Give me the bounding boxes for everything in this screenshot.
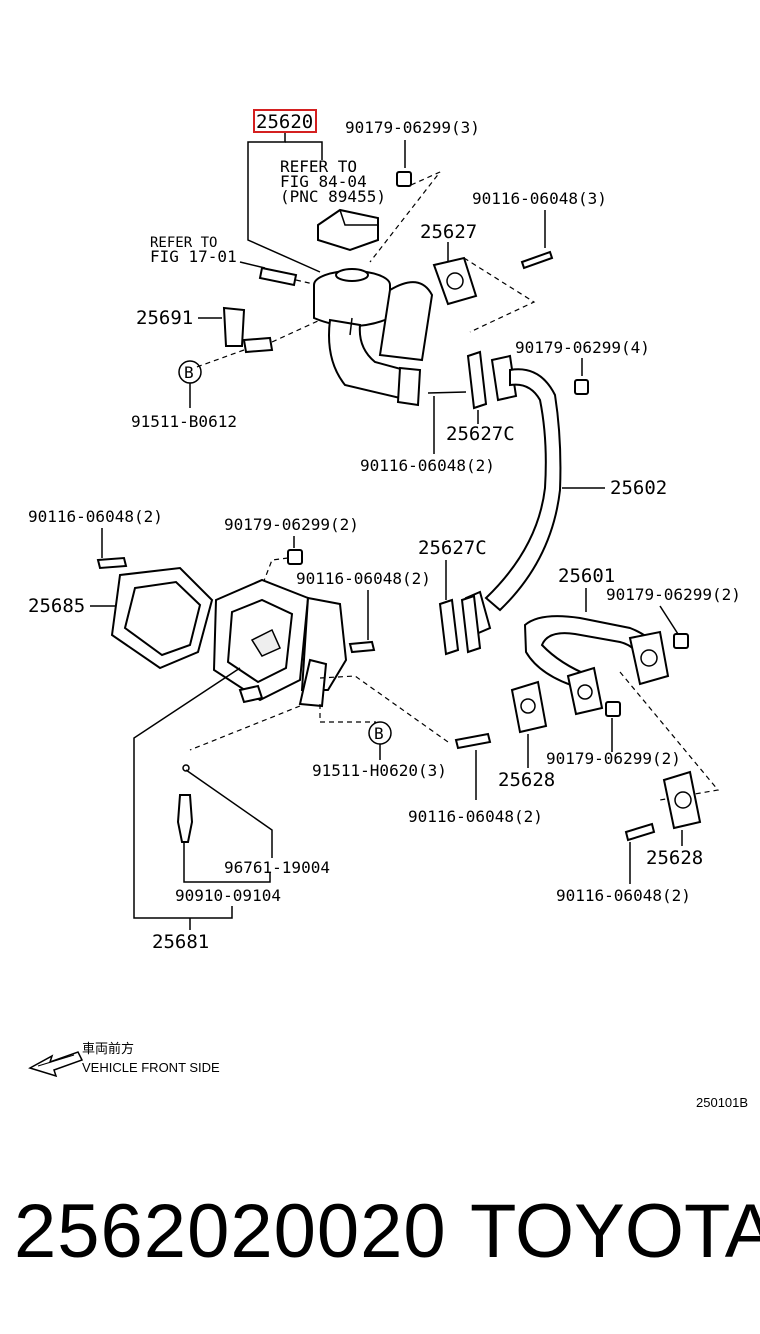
marker-b-mid-label: B — [374, 724, 384, 743]
part-label-90116-3[interactable]: 90116-06048(3) — [472, 189, 607, 208]
part-label-25602[interactable]: 25602 — [610, 477, 667, 499]
part-label-25628-a[interactable]: 25628 — [498, 769, 555, 791]
refer-to-line2: FIG 84-04 — [280, 172, 367, 191]
part-label-90116-2-c[interactable]: 90116-06048(2) — [296, 569, 431, 588]
refer-to-line1: REFER TO — [280, 157, 357, 176]
part-label-25627c-top[interactable]: 25627C — [446, 423, 515, 445]
part-label-25627c-mid[interactable]: 25627C — [418, 537, 487, 559]
part-label-90179-2-b[interactable]: 90179-06299(2) — [606, 585, 741, 604]
front-arrow-icon — [28, 1051, 84, 1078]
footer-part-number: 2562020020 — [14, 1189, 447, 1274]
part-label-25681[interactable]: 25681 — [152, 931, 209, 953]
marker-b-label: B — [184, 363, 194, 382]
part-label-90116-2-d[interactable]: 90116-06048(2) — [408, 807, 543, 826]
refer-to-line3: (PNC 89455) — [280, 187, 386, 206]
part-label-96761[interactable]: 96761-19004 — [224, 858, 330, 877]
part-label-91511-h0620[interactable]: 91511-H0620(3) — [312, 761, 447, 780]
part-label-90116-2-a[interactable]: 90116-06048(2) — [360, 456, 495, 475]
part-label-25691[interactable]: 25691 — [136, 307, 193, 329]
figure-code: 250101B — [696, 1095, 748, 1110]
part-label-25601[interactable]: 25601 — [558, 565, 615, 587]
part-label-25620[interactable]: 25620 — [256, 111, 313, 133]
part-label-90179-2-c[interactable]: 90179-06299(2) — [546, 749, 681, 768]
part-label-90116-2-e[interactable]: 90116-06048(2) — [556, 886, 691, 905]
refer-to-17-line1: REFER TO — [150, 235, 217, 251]
part-label-90179-3[interactable]: 90179-06299(3) — [345, 118, 480, 137]
part-label-90179-2-a[interactable]: 90179-06299(2) — [224, 515, 359, 534]
refer-to-17-line2: FIG 17-01 — [150, 247, 237, 266]
part-label-25685[interactable]: 25685 — [28, 595, 85, 617]
part-label-25627[interactable]: 25627 — [420, 221, 477, 243]
highlight-box[interactable] — [253, 109, 317, 133]
direction-japanese: 車両前方 — [82, 1041, 134, 1056]
part-label-90910[interactable]: 90910-09104 — [175, 886, 281, 905]
footer-brand: TOYOTA — [470, 1189, 760, 1274]
part-label-25628-b[interactable]: 25628 — [646, 847, 703, 869]
part-label-90116-2-b[interactable]: 90116-06048(2) — [28, 507, 163, 526]
part-label-90179-4[interactable]: 90179-06299(4) — [515, 338, 650, 357]
direction-english: VEHICLE FRONT SIDE — [82, 1060, 220, 1075]
part-label-91511-b0612[interactable]: 91511-B0612 — [131, 412, 237, 431]
